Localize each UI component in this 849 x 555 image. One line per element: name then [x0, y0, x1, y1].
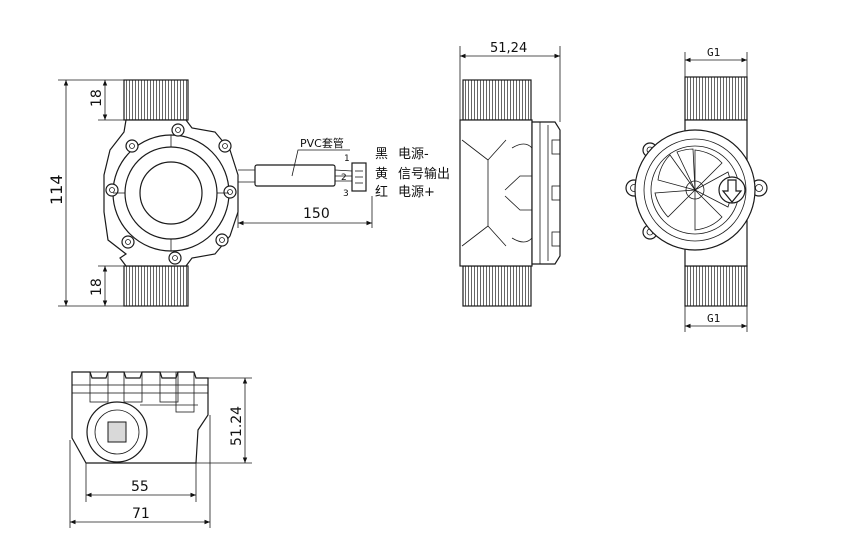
- inner-bore: [139, 161, 203, 225]
- side-body: [459, 119, 533, 267]
- front-view: PVC套管 1 2 3 黑 电源- 黄 信号输出 红 电源+ 150 114 1…: [47, 79, 450, 307]
- wire-1-color: 黑: [375, 147, 388, 162]
- side-housing: [531, 121, 561, 265]
- bottom-g1-dim: G1: [707, 312, 720, 325]
- wire-1-function: 电源-: [398, 147, 429, 162]
- pin-3-label: 3: [343, 189, 349, 199]
- wire-2-function: 信号输出: [398, 166, 450, 182]
- bottom-view: 51.24 55 71: [69, 371, 252, 528]
- top-thread: [123, 79, 189, 121]
- pin-2-label: 2: [341, 173, 347, 183]
- height-dim: 114: [47, 174, 66, 205]
- front-body: [103, 119, 239, 267]
- inner-width-dim: 55: [131, 479, 149, 495]
- screw-bosses: [105, 123, 237, 265]
- outer-width-dim: 71: [132, 506, 150, 522]
- top-thread-dim: 18: [89, 89, 105, 107]
- pin-1-label: 1: [344, 154, 350, 164]
- wire-2-color: 黄: [375, 167, 388, 182]
- wire-3-function: 电源+: [398, 185, 435, 200]
- top-g1-dim: G1: [707, 46, 720, 59]
- pvc-sleeve: [254, 164, 336, 187]
- flow-arrow-icon: [718, 176, 746, 204]
- cable-length-dim: 150: [303, 206, 330, 222]
- pvc-sleeve-label: PVC套管: [300, 136, 344, 150]
- side-view: 51,24: [459, 41, 561, 307]
- side-width-dim: 51,24: [490, 41, 527, 56]
- bottom-thread: [123, 265, 189, 307]
- back-view: G1 G1: [625, 46, 768, 332]
- bottom-thread-dim: 18: [89, 278, 105, 296]
- bottom-height-dim: 51.24: [229, 406, 245, 446]
- wire-3-color: 红: [375, 184, 388, 200]
